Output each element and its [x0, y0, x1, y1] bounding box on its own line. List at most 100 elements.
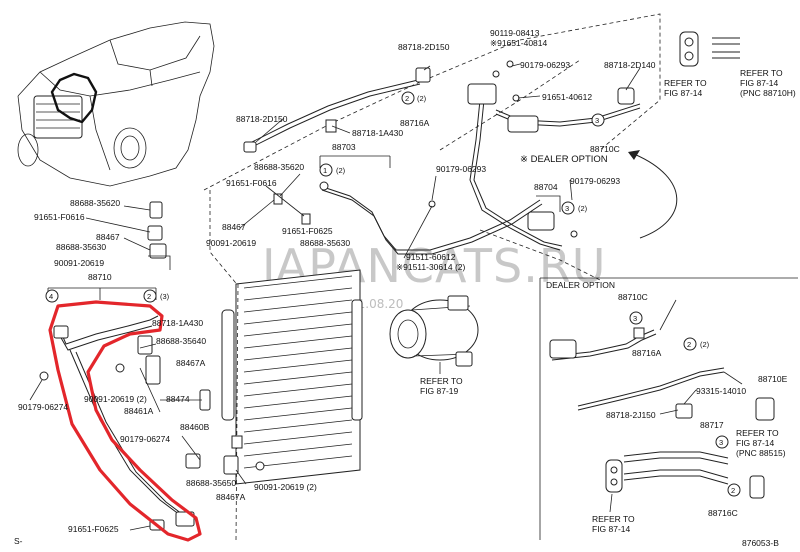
- label-90179-06293-b: 90179-06293: [436, 164, 486, 174]
- label-88718-2d150-a: 88718-2D150: [398, 42, 450, 52]
- label-88710c-a: 88710C: [590, 144, 620, 154]
- label-90179-06274-b: 90179-06274: [120, 434, 170, 444]
- label-88460b: 88460B: [180, 422, 210, 432]
- label-88688-35640: 88688-35640: [156, 336, 206, 346]
- dealer-option-box: DEALER OPTION: [539, 277, 798, 540]
- svg-text:2: 2: [405, 94, 409, 103]
- pipe-block-fitting-lower: [527, 211, 555, 231]
- svg-text:(2): (2): [700, 340, 710, 349]
- pipe-joint-1: [319, 181, 329, 191]
- label-90091-20619-a: 90091-20619: [206, 238, 256, 248]
- pipe-88704: [467, 83, 641, 251]
- label-91651-40814: ※91651-40814: [490, 38, 547, 48]
- svg-text:(2): (2): [578, 204, 588, 213]
- label-88461a: 88461A: [124, 406, 154, 416]
- label-91511-30614: ※91511-30614 (2): [396, 262, 466, 272]
- svg-text:REFER TO: REFER TO: [664, 78, 707, 88]
- footer-right: 876053-B: [742, 538, 779, 548]
- pipe-88703: [243, 79, 543, 255]
- svg-text:(3): (3): [160, 292, 170, 301]
- label-91651-f0625-b: 91651-F0625: [68, 524, 119, 534]
- dealer-option-arrow: [633, 153, 678, 239]
- svg-text:REFER TO: REFER TO: [736, 428, 779, 438]
- label-90091-20619-c: 90091-20619 (2): [254, 482, 317, 492]
- svg-text:1: 1: [323, 166, 327, 175]
- label-88710: 88710: [88, 272, 112, 282]
- svg-text:FIG 87-14: FIG 87-14: [664, 88, 703, 98]
- pipe-end-88718: [243, 141, 257, 153]
- label-88718-2j150: 88718-2J150: [606, 410, 656, 420]
- svg-text:FIG 87-14: FIG 87-14: [740, 78, 779, 88]
- label-90091-20619-b: 90091-20619: [54, 258, 104, 268]
- label-88467a-b: 88467A: [216, 492, 246, 502]
- svg-text:FIG 87-14: FIG 87-14: [736, 438, 775, 448]
- label-88688-35630-a: 88688-35630: [300, 238, 350, 248]
- label-88467a-a: 88467A: [176, 358, 206, 368]
- label-88718-1a430-b: 88718-1A430: [152, 318, 203, 328]
- label-91511-60612: 91511-60612: [406, 252, 456, 262]
- label-93315-14010: 93315-14010: [696, 386, 746, 396]
- refer-notes: REFER TO FIG 87-19 REFER TO FIG 87-14 RE…: [420, 68, 796, 534]
- watermark-date: 31.08.20: [350, 297, 403, 311]
- svg-text:(2): (2): [336, 166, 346, 175]
- svg-text:3: 3: [565, 204, 569, 213]
- label-91651-f0616-b: 91651-F0616: [34, 212, 85, 222]
- svg-text:REFER TO: REFER TO: [592, 514, 635, 524]
- label-88688-35630-b: 88688-35630: [56, 242, 106, 252]
- radiator-grille: [33, 95, 83, 139]
- svg-text:3: 3: [719, 438, 723, 447]
- label-91651-40612: 91651-40612: [542, 92, 592, 102]
- label-90179-06293-c: 90179-06293: [570, 176, 620, 186]
- svg-text:2: 2: [731, 486, 735, 495]
- label-88710c-b: 88710C: [618, 292, 648, 302]
- svg-text:3: 3: [595, 116, 599, 125]
- expansion-fitting: [507, 115, 539, 133]
- svg-text:2: 2: [147, 292, 151, 301]
- svg-text:3: 3: [633, 314, 637, 323]
- label-90179-06293-a: 90179-06293: [520, 60, 570, 70]
- label-91651-f0616-a: 91651-F0616: [226, 178, 277, 188]
- svg-text:REFER TO: REFER TO: [740, 68, 783, 78]
- label-88716c: 88716C: [708, 508, 738, 518]
- top-fittings: [273, 31, 740, 238]
- vehicle-sketch: [17, 21, 215, 187]
- label-88688-35620-b: 88688-35620: [70, 198, 120, 208]
- label-88703: 88703: [332, 142, 356, 152]
- receiver-tank: [221, 309, 235, 421]
- dealer-option-arrowhead: [628, 150, 640, 160]
- leader-lines: [29, 63, 743, 531]
- svg-text:4: 4: [49, 292, 53, 301]
- condenser: [221, 269, 363, 541]
- label-88688-35650: 88688-35650: [186, 478, 236, 488]
- dealer-option-title: DEALER OPTION: [546, 280, 615, 290]
- svg-text:2: 2: [687, 340, 691, 349]
- label-90179-06274-a: 90179-06274: [18, 402, 68, 412]
- label-88688-35620-a: 88688-35620: [254, 162, 304, 172]
- label-88467-b: 88467: [96, 232, 120, 242]
- label-88716a-a: 88716A: [400, 118, 430, 128]
- label-88718-2d140: 88718-2D140: [604, 60, 656, 70]
- label-88467-a: 88467: [222, 222, 246, 232]
- svg-text:(PNC 88515): (PNC 88515): [736, 448, 786, 458]
- label-88718-1a430-a: 88718-1A430: [352, 128, 403, 138]
- svg-text:FIG 87-19: FIG 87-19: [420, 386, 459, 396]
- label-88718-2d150-b: 88718-2D150: [236, 114, 288, 124]
- condenser-fins: [243, 287, 353, 469]
- red-highlight-outline: [48, 300, 202, 542]
- label-91651-f0625-a: 91651-F0625: [282, 226, 333, 236]
- pipe-block-fitting: [467, 83, 497, 105]
- svg-text:(2): (2): [417, 94, 427, 103]
- label-88716a-b: 88716A: [632, 348, 662, 358]
- label-88710e: 88710E: [758, 374, 788, 384]
- part-labels: 90119-08413 ※91651-40814 90179-06293 887…: [18, 28, 788, 534]
- svg-text:FIG 87-14: FIG 87-14: [592, 524, 631, 534]
- label-88704: 88704: [534, 182, 558, 192]
- pipe-88710: [53, 315, 195, 527]
- svg-text:(PNC 88710H): (PNC 88710H): [740, 88, 796, 98]
- label-88474: 88474: [166, 394, 190, 404]
- label-88717: 88717: [700, 420, 724, 430]
- svg-text:REFER TO: REFER TO: [420, 376, 463, 386]
- label-90091-20619-2: 90091-20619 (2): [84, 394, 147, 404]
- dealer-option-note: ※ DEALER OPTION: [520, 154, 608, 165]
